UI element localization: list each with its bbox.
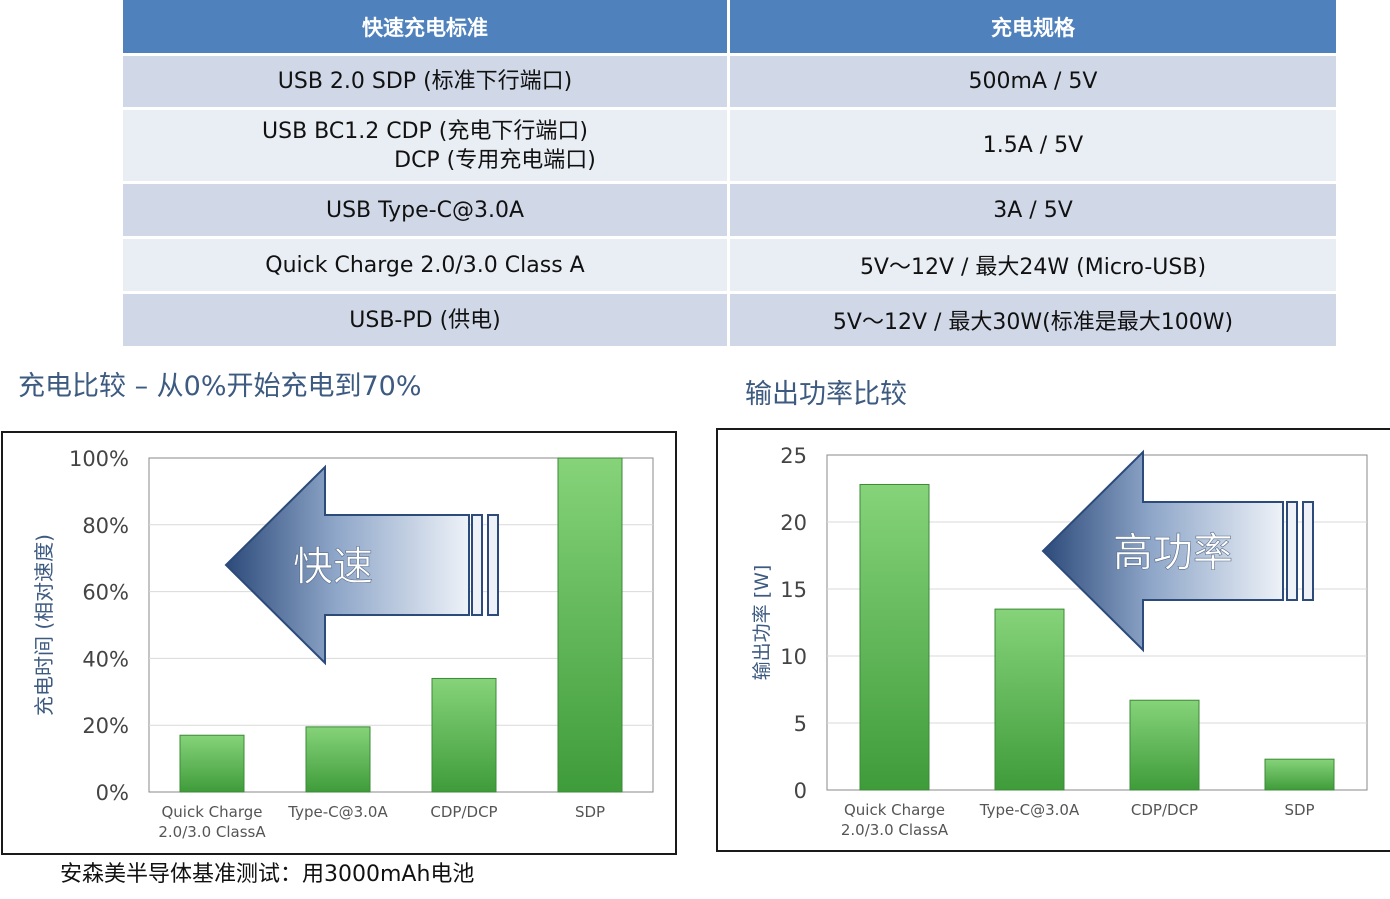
standard-line: USB BC1.2 CDP (充电下行端口) [262, 118, 588, 144]
x-tick-label: Type-C@3.0A [979, 801, 1080, 819]
y-tick-label: 25 [780, 444, 807, 468]
cell-standard: USB 2.0 SDP (标准下行端口) [123, 53, 730, 107]
bar [179, 734, 245, 793]
y-tick-label: 15 [780, 578, 807, 602]
arrow-label: 高功率 [1113, 530, 1233, 576]
charging-time-chart-frame: 0% 20% 40% 60% 80% 100% 快速 Quick Charge 2.0/3.0 … [1, 431, 677, 855]
bar [859, 483, 930, 791]
x-tick-label: Quick Charge [161, 803, 262, 821]
y-tick-label: 60% [82, 581, 129, 605]
table-row: USB 2.0 SDP (标准下行端口) 500mA / 5V [123, 53, 1336, 107]
y-tick-label: 0 [794, 779, 807, 803]
bar [1264, 758, 1335, 791]
y-tick-label: 40% [82, 647, 129, 671]
cell-spec: 1.5A / 5V [730, 107, 1336, 181]
table-row: USB-PD (供电) 5V～12V / 最大30W(标准是最大100W) [123, 291, 1336, 346]
y-tick-label: 5 [794, 712, 807, 736]
arrow-annotation: 快速 [224, 464, 499, 666]
cell-standard: USB-PD (供电) [123, 291, 730, 346]
y-axis-label: 输出功率 [W] [751, 565, 773, 681]
cell-standard: Quick Charge 2.0/3.0 Class A [123, 236, 730, 291]
y-tick-label: 20% [82, 714, 129, 738]
x-tick-label: SDP [1284, 801, 1314, 819]
x-tick-label: 2.0/3.0 ClassA [158, 823, 266, 841]
standard-line: Quick Charge 2.0/3.0 Class A [265, 252, 585, 278]
benchmark-footnote: 安森美半导体基准测试：用3000mAh电池 [60, 862, 475, 887]
standard-line: DCP (专用充电端口) [394, 147, 596, 173]
charging-comparison-title: 充电比较 – 从0%开始充电到70% [18, 371, 422, 402]
bar [994, 608, 1065, 791]
y-tick-label: 20 [780, 511, 807, 535]
table-row: USB BC1.2 CDP (充电下行端口) DCP (专用充电端口) 1.5A… [123, 107, 1336, 181]
arrow-stripe [1286, 501, 1298, 601]
y-axis-label: 充电时间 (相对速度) [32, 534, 56, 716]
cell-spec: 500mA / 5V [730, 53, 1336, 107]
arrow-stripe [471, 514, 483, 616]
standard-line: USB-PD (供电) [349, 307, 501, 333]
y-tick-label: 100% [69, 447, 129, 471]
standard-line: USB 2.0 SDP (标准下行端口) [277, 69, 573, 94]
x-tick-label: CDP/DCP [1131, 801, 1198, 819]
bar [1129, 699, 1200, 791]
header-spec: 充电规格 [730, 0, 1336, 53]
table-row: Quick Charge 2.0/3.0 Class A 5V～12V / 最大… [123, 236, 1336, 291]
cell-spec: 5V～12V / 最大30W(标准是最大100W) [730, 291, 1336, 346]
x-tick-label: Quick Charge [844, 801, 945, 819]
power-comparison-title: 输出功率比较 [745, 379, 907, 410]
arrow-shape [224, 464, 470, 666]
standard-line: USB Type-C@3.0A [325, 197, 525, 223]
x-tick-label: SDP [575, 803, 605, 821]
arrow-shape [1041, 449, 1284, 653]
cell-standard: USB BC1.2 CDP (充电下行端口) DCP (专用充电端口) [123, 107, 730, 181]
cell-spec: 3A / 5V [730, 181, 1336, 236]
header-standard: 快速充电标准 [123, 0, 730, 53]
cell-standard: USB Type-C@3.0A [123, 181, 730, 236]
bar [305, 726, 371, 793]
output-power-chart: 0 5 10 15 20 25 高功率 Quick Charge 2.0/3.0 ClassA T… [751, 444, 1368, 839]
x-tick-label: Type-C@3.0A [287, 803, 388, 821]
y-tick-label: 10 [780, 645, 807, 669]
y-tick-label: 80% [82, 514, 129, 538]
x-tick-label: CDP/DCP [430, 803, 497, 821]
bar [431, 677, 497, 793]
y-tick-label: 0% [96, 781, 129, 805]
arrow-stripe [1302, 501, 1314, 601]
table-header-row: 快速充电标准 充电规格 [123, 0, 1336, 53]
arrow-label: 快速 [293, 544, 373, 590]
bar [557, 457, 623, 793]
cell-spec: 5V～12V / 最大24W (Micro-USB) [730, 236, 1336, 291]
arrow-annotation: 高功率 [1041, 449, 1314, 653]
charging-time-chart: 0% 20% 40% 60% 80% 100% 快速 Quick Charge 2.0/3.0 … [32, 447, 654, 841]
arrow-stripe [487, 514, 499, 616]
x-tick-label: 2.0/3.0 ClassA [841, 821, 949, 839]
table-row: USB Type-C@3.0A 3A / 5V [123, 181, 1336, 236]
output-power-chart-frame: 0 5 10 15 20 25 高功率 Quick Charge 2.0/3.0 ClassA T… [716, 428, 1390, 852]
charging-standards-table: 快速充电标准 充电规格 USB 2.0 SDP (标准下行端口) 500mA /… [123, 0, 1336, 346]
